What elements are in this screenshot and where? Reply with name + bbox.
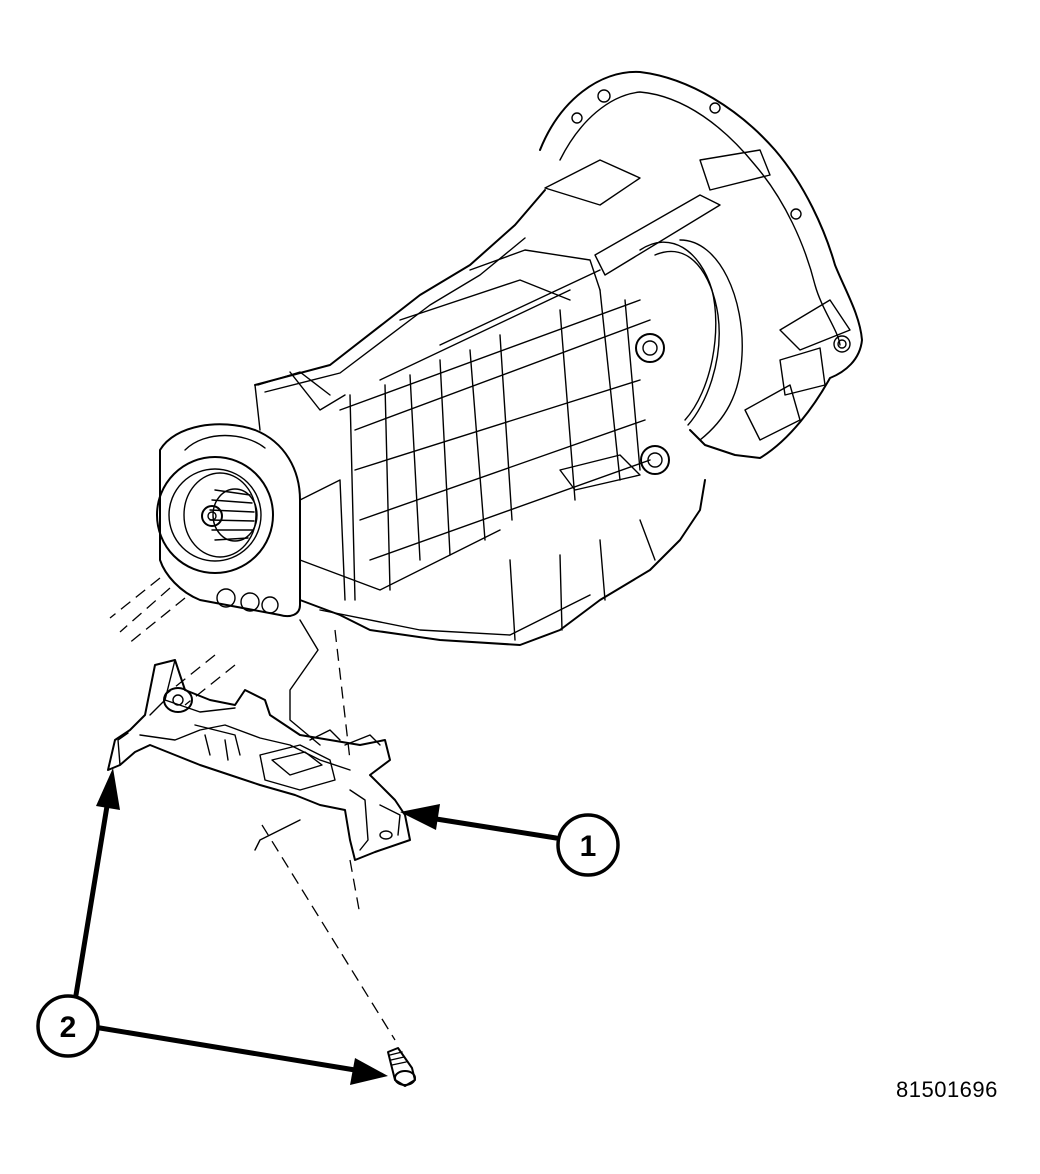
transmission-illustration [156,70,863,646]
callout-1-circle [556,813,620,877]
callout-1-leader [427,815,559,841]
callout-1-label: 1 [580,830,597,863]
figure-number: 81501696 [896,1077,998,1102]
callout-2: 2 [36,768,388,1085]
bracket-illustration [107,659,411,861]
callout-2-circle [36,994,100,1058]
callout-2-leader-bolt [97,1025,358,1073]
callout-1-arrowhead [400,804,440,830]
callout-1: 1 [400,804,620,877]
bolt-illustration [387,1047,416,1087]
callout-2-arrowhead-bolt [350,1058,388,1085]
alignment-lines [109,577,396,1041]
callout-2-arrowhead-up [96,768,120,810]
callout-2-leader-up [73,797,111,998]
callout-2-label: 2 [60,1011,77,1044]
